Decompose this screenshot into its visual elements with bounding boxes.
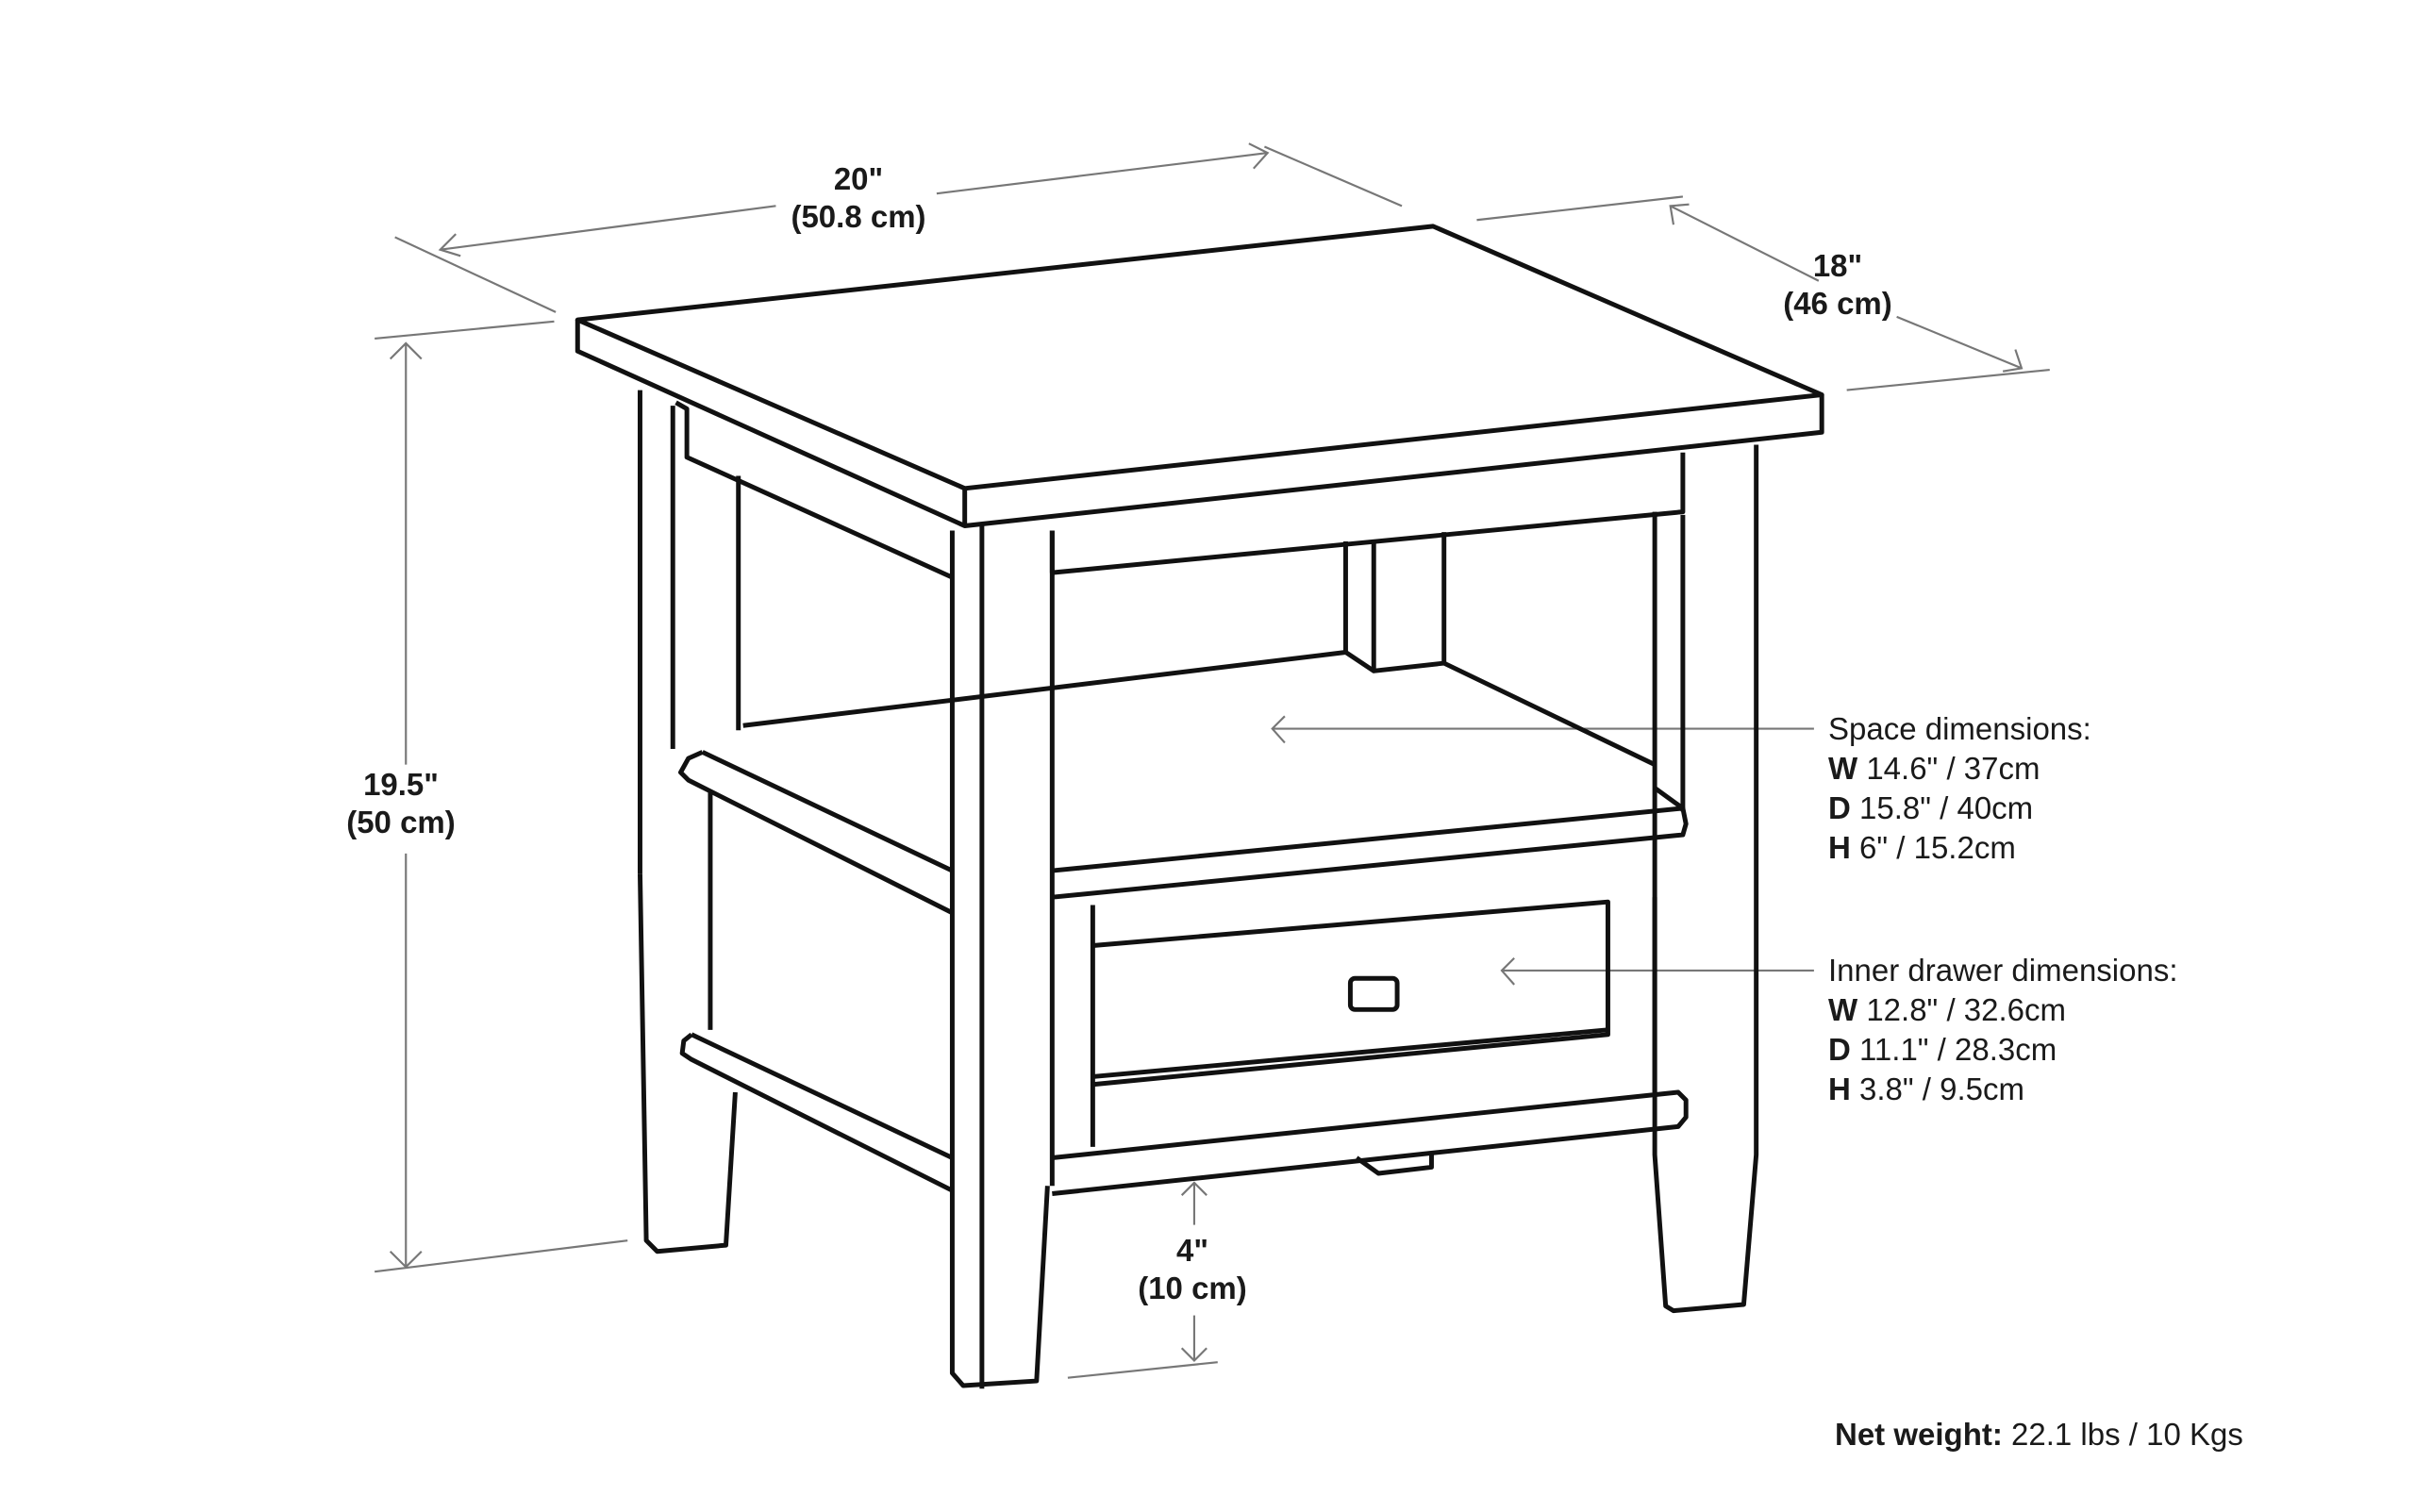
width-metric: (50.8 cm) <box>791 199 926 234</box>
depth-metric: (46 cm) <box>1783 286 1892 321</box>
space-dimensions-callout: Space dimensions: W 14.6" / 37cm D 15.8"… <box>1828 709 2091 868</box>
dimension-lines <box>375 142 2050 1379</box>
space-height-row: H 6" / 15.2cm <box>1828 830 2016 865</box>
net-weight: Net weight: 22.1 lbs / 10 Kgs <box>1835 1417 2243 1453</box>
depth-imperial: 18" <box>1812 248 1863 283</box>
space-dimensions-title: Space dimensions: <box>1828 711 2091 746</box>
clearance-metric: (10 cm) <box>1138 1271 1247 1305</box>
drawer-width-row: W 12.8" / 32.6cm <box>1828 992 2066 1027</box>
clearance-imperial: 4" <box>1176 1233 1208 1268</box>
width-dimension-label: 20" (50.8 cm) <box>791 160 925 236</box>
net-weight-value: 22.1 lbs / 10 Kgs <box>2011 1417 2243 1452</box>
height-imperial: 19.5" <box>363 767 439 802</box>
clearance-dimension-label: 4" (10 cm) <box>1138 1232 1247 1307</box>
drawer-dimensions-callout: Inner drawer dimensions: W 12.8" / 32.6c… <box>1828 951 2178 1109</box>
depth-dimension-label: 18" (46 cm) <box>1783 247 1892 323</box>
space-width-row: W 14.6" / 37cm <box>1828 751 2040 786</box>
drawer-depth-row: D 11.1" / 28.3cm <box>1828 1032 2057 1067</box>
height-dimension-label: 19.5" (50 cm) <box>346 766 456 841</box>
drawer-dimensions-title: Inner drawer dimensions: <box>1828 953 2178 988</box>
drawer-height-row: H 3.8" / 9.5cm <box>1828 1072 2024 1106</box>
table-lines <box>575 224 1824 1389</box>
net-weight-label: Net weight: <box>1835 1417 2003 1452</box>
width-imperial: 20" <box>833 161 884 196</box>
space-depth-row: D 15.8" / 40cm <box>1828 790 2034 825</box>
height-metric: (50 cm) <box>346 805 456 839</box>
